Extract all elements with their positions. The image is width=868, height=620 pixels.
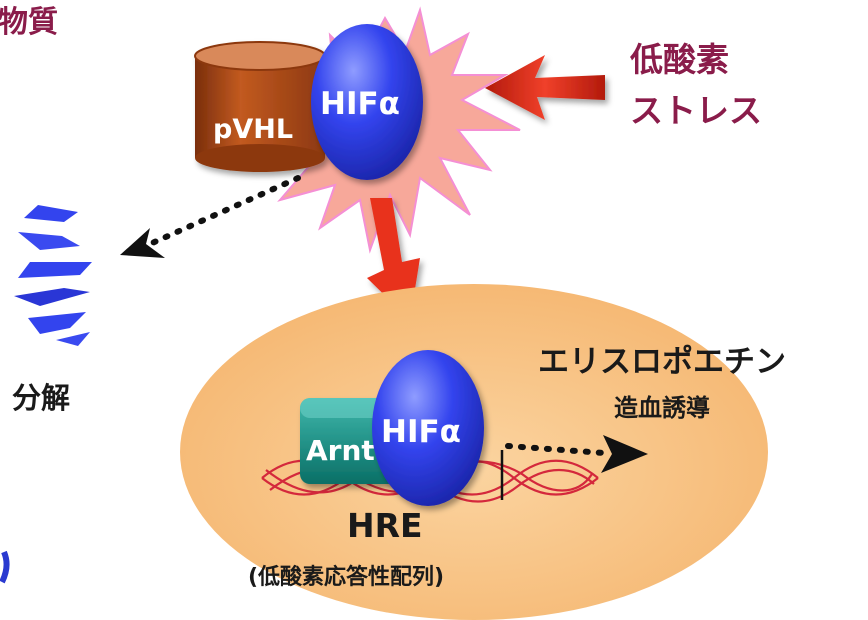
corner-text: 物質 <box>0 5 58 40</box>
stress-arrow-icon <box>485 55 605 120</box>
stress-label-line1: 低酸素 <box>630 40 729 79</box>
hif-alpha-top-label: HIFα <box>320 86 400 122</box>
pvhl-cylinder-icon <box>194 41 326 172</box>
stress-label-line2: ストレス <box>630 91 762 130</box>
degraded-protein-fragments-icon <box>14 205 92 346</box>
cropped-arrow-fragment-icon <box>0 550 10 584</box>
pvhl-label: pVHL <box>213 114 293 145</box>
target-effect-label: 造血誘導 <box>614 394 710 422</box>
hre-label: HRE <box>347 506 423 545</box>
arnt-label: Arnt <box>306 434 375 467</box>
target-gene-label: エリスロポエチン <box>538 344 786 380</box>
degradation-label: 分解 <box>12 381 70 415</box>
transcription-arrowhead-icon <box>601 435 648 473</box>
degradation-arrowhead-icon <box>120 228 165 258</box>
hre-sublabel: (低酸素応答性配列) <box>248 564 444 590</box>
degradation-dotted-arrow-icon <box>147 175 301 247</box>
hif-alpha-top-oval-icon <box>311 24 423 180</box>
hif-alpha-nucleus-oval-icon <box>372 350 484 506</box>
transcription-dotted-arrow-icon <box>505 443 607 456</box>
hif-alpha-nucleus-label: HIFα <box>381 414 461 450</box>
